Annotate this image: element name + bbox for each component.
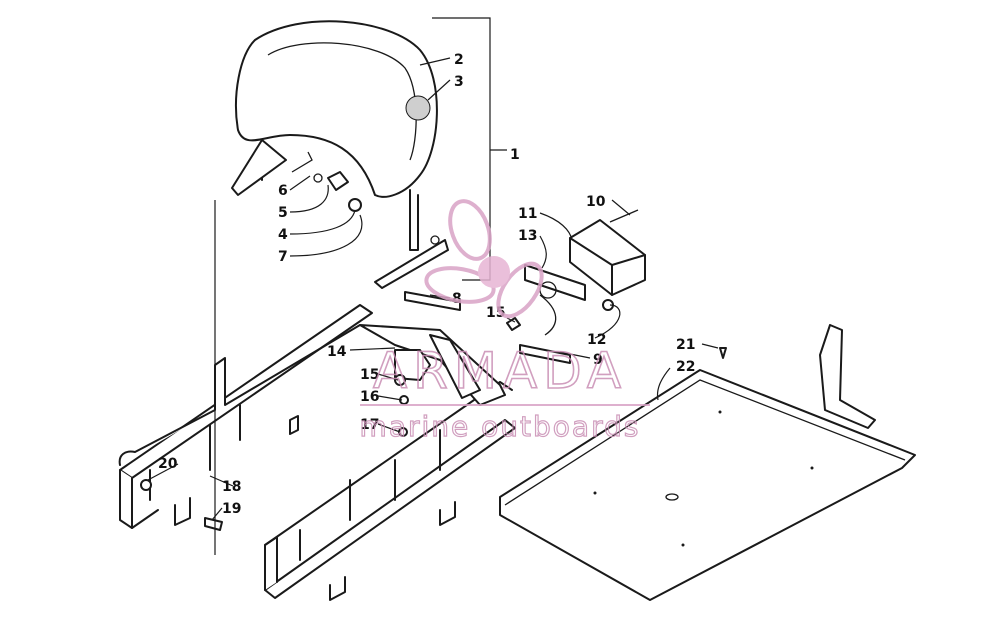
fasteners	[140, 317, 727, 531]
callout-21: 21	[676, 337, 695, 353]
callouts: 1 2 3 4 5 6 7 8 9 10 11 12 13 14 15 15 1…	[158, 52, 695, 517]
watermark-tagline: marine outboards	[360, 410, 641, 443]
callout-15b: 15	[360, 367, 379, 383]
callout-13: 13	[518, 228, 537, 244]
leader-lines	[147, 17, 719, 555]
callout-4: 4	[278, 227, 288, 243]
callout-2: 2	[454, 52, 464, 68]
backrest-cushion	[231, 20, 449, 289]
watermark: ARMADA marine outboards	[359, 199, 650, 444]
callout-6: 6	[278, 183, 288, 199]
callout-10: 10	[586, 194, 606, 210]
callout-18: 18	[222, 479, 241, 495]
callout-3: 3	[454, 74, 464, 90]
callout-19: 19	[222, 501, 241, 517]
watermark-brand: ARMADA	[373, 342, 627, 400]
callout-9: 9	[593, 352, 603, 368]
callout-5: 5	[278, 205, 288, 221]
rack-frame	[118, 304, 516, 601]
callout-1: 1	[510, 147, 520, 163]
callout-12: 12	[587, 332, 606, 348]
pad-9	[519, 344, 571, 364]
callout-16: 16	[360, 389, 379, 405]
pad-8	[404, 291, 461, 311]
callout-11: 11	[518, 206, 537, 222]
callout-22: 22	[676, 359, 695, 375]
callout-17: 17	[360, 417, 379, 433]
callout-14: 14	[327, 344, 347, 360]
cargo-panel	[499, 324, 916, 601]
callout-7: 7	[278, 249, 288, 265]
callout-20: 20	[158, 456, 178, 472]
propeller-logo	[424, 199, 544, 319]
